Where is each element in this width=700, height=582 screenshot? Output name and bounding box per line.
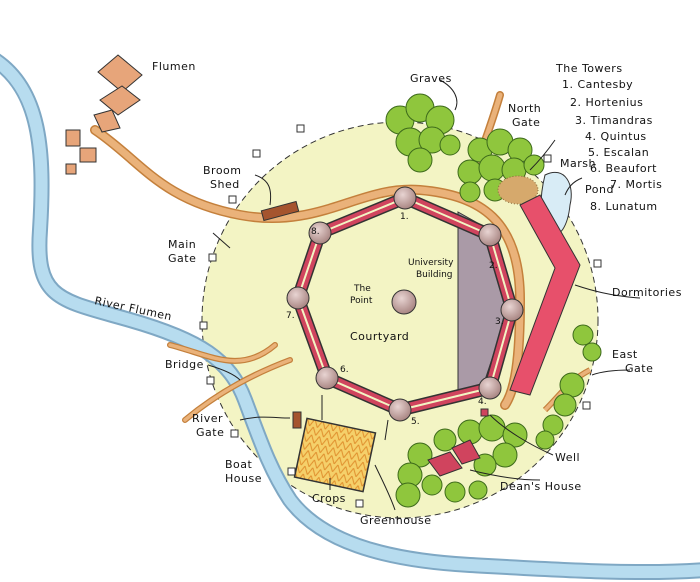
tower-8 [308,221,332,245]
label-broom-shed-2: Shed [210,178,240,191]
label-the-point-1: The [353,284,371,294]
label-main-gate-2: Gate [168,252,196,265]
towers [286,186,524,422]
boat-house [292,411,302,429]
tower-4 [478,376,502,400]
tower-1 [393,186,417,210]
label-university-1: University [408,258,454,268]
legend-title: The Towers [555,62,623,75]
tower-number: 5. [411,417,420,427]
graves-trees [385,93,461,173]
label-the-point-2: Point [350,296,373,306]
label-flumen: Flumen [152,60,196,73]
marsh [497,175,539,205]
leader-lines [207,79,641,511]
label-dormitories: Dormitories [612,286,682,299]
label-well: Well [555,451,580,464]
legend-item: 5. Escalan [588,146,649,159]
tower-7 [286,286,310,310]
legend-item: 6. Beaufort [590,162,657,175]
label-river-gate-2: Gate [196,426,224,439]
dormitories [509,194,581,396]
legend-item: 2. Hortenius [570,96,643,109]
label-courtyard: Courtyard [350,330,409,343]
label-graves: Graves [410,72,452,85]
label-north-gate-1: North [508,102,541,115]
east-trees [535,324,602,450]
north-trees [457,128,545,203]
tower-5 [388,398,412,422]
tower-2 [478,223,502,247]
label-north-gate-2: Gate [512,116,540,129]
label-greenhouse: Greenhouse [360,514,431,527]
broom-shed [260,200,300,222]
tower-number: 2. [489,261,498,271]
towers-legend: The Towers 1. Cantesby 2. Hortenius 3. T… [555,62,662,213]
label-river-gate-1: River [192,412,223,425]
legend-item: 3. Timandras [575,114,653,127]
the-point-marker [391,289,417,315]
label-east-gate-2: Gate [625,362,653,375]
tower-3 [500,298,524,322]
legend-item: 8. Lunatum [590,200,658,213]
label-pond: Pond [585,183,614,196]
tower-number: 1. [400,212,409,222]
label-east-gate-1: East [612,348,638,361]
legend-item: 7. Mortis [610,178,662,191]
tower-number: 7. [286,311,295,321]
label-bridge: Bridge [165,358,204,371]
label-boat-house-2: House [225,472,262,485]
label-broom-shed-1: Broom [203,164,242,177]
label-deans-house: Dean's House [500,480,582,493]
legend-item: 4. Quintus [585,130,647,143]
tower-number: 8. [311,227,320,237]
legend-item: 1. Cantesby [562,78,633,91]
label-marsh: Marsh [560,157,596,170]
tower-number: 6. [340,365,349,375]
label-university-2: Building [416,270,453,280]
tower-numbers: 1. 2. 3. 4. 5. 6. 7. 8. [286,212,504,427]
label-boat-house-1: Boat [225,458,253,471]
well [480,408,489,417]
deans-house [427,439,481,477]
tower-number: 3. [495,317,504,327]
tower-number: 4. [478,397,487,407]
label-main-gate-1: Main [168,238,196,251]
flumen-village [65,54,143,175]
tower-6 [315,366,339,390]
label-crops: Crops [312,492,346,505]
crops-field [293,417,377,493]
